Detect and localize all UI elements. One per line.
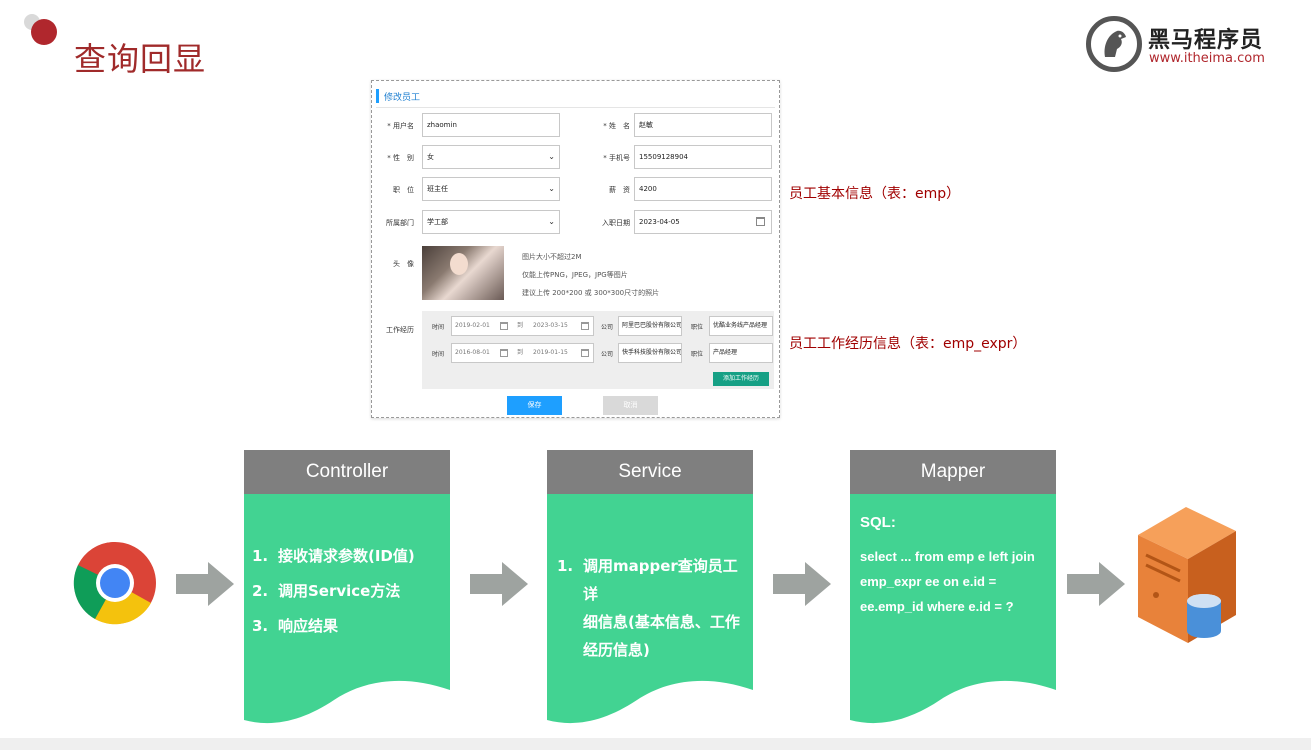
- service-step-text: 调用mapper查询员工详 细信息(基本信息、工作 经历信息): [583, 557, 740, 659]
- mapper-header: Mapper: [850, 450, 1056, 494]
- phone-label: * 手机号: [603, 154, 630, 162]
- calendar-icon: [581, 349, 589, 357]
- edit-employee-form: 修改员工 * 用户名 zhaomin * 姓 名 赵敏 * 性 别 女 ⌄ * …: [371, 80, 780, 418]
- bottom-strip: [0, 738, 1311, 750]
- note-experience-info: 员工工作经历信息（表：emp_expr）: [789, 336, 1027, 352]
- calendar-icon: [500, 322, 508, 330]
- salary-label: 薪 资: [609, 186, 630, 194]
- avatar-hint-format: 仅能上传PNG，JPEG，JPG等图片: [522, 271, 628, 279]
- expr-date-range[interactable]: 2016-08-01 到 2019-01-15: [451, 343, 594, 363]
- dept-value: 学工部: [427, 218, 448, 226]
- expr-time-label: 时间: [432, 351, 445, 358]
- arrow-right-icon: [176, 562, 234, 606]
- phone-input[interactable]: 15509128904: [634, 145, 772, 169]
- note-basic-info: 员工基本信息（表：emp）: [789, 186, 961, 202]
- entry-date-label: 入职日期: [602, 219, 630, 227]
- save-button[interactable]: 保存: [507, 396, 562, 415]
- controller-header: Controller: [244, 450, 450, 494]
- service-step-num: 1.: [557, 557, 574, 575]
- database-server-icon: [1134, 505, 1238, 649]
- page-title: 查询回显: [74, 40, 207, 78]
- calendar-icon: [500, 349, 508, 357]
- controller-step: 2.调用Service方法: [252, 582, 401, 600]
- form-title: 修改员工: [384, 93, 421, 103]
- controller-steps: 1.接收请求参数(ID值) 2.调用Service方法 3.响应结果: [252, 539, 447, 644]
- avatar-hint-dimension: 建议上传 200*200 或 300*300尺寸的照片: [522, 289, 660, 297]
- username-label: * 用户名: [387, 122, 414, 130]
- expr-begin: 2019-02-01: [455, 322, 490, 329]
- mapper-panel: SQL: select ... from emp e left join emp…: [850, 494, 1056, 734]
- logo-horse-icon: [1086, 16, 1142, 72]
- add-experience-button[interactable]: 添加工作经历: [713, 372, 769, 386]
- name-input[interactable]: 赵敏: [634, 113, 772, 137]
- expr-begin: 2016-08-01: [455, 349, 490, 356]
- expr-company-label: 公司: [601, 351, 614, 358]
- calendar-icon: [756, 217, 765, 226]
- cancel-button[interactable]: 取消: [603, 396, 658, 415]
- dept-select[interactable]: 学工部 ⌄: [422, 210, 560, 234]
- form-title-marker: [376, 89, 379, 103]
- expr-time-label: 时间: [432, 324, 445, 331]
- chevron-down-icon: ⌄: [548, 217, 555, 226]
- avatar-hint-size: 图片大小不超过2M: [522, 253, 582, 261]
- expr-job-input[interactable]: 优酷业务线产品经理: [709, 316, 773, 336]
- gender-label: * 性 别: [387, 154, 414, 162]
- gender-select[interactable]: 女 ⌄: [422, 145, 560, 169]
- expr-job-label: 职位: [691, 324, 704, 331]
- expr-job-input[interactable]: 产品经理: [709, 343, 773, 363]
- expr-end: 2019-01-15: [533, 349, 568, 356]
- position-label: 职 位: [393, 186, 414, 194]
- chevron-down-icon: ⌄: [548, 152, 555, 161]
- expr-company-label: 公司: [601, 324, 614, 331]
- controller-panel: 1.接收请求参数(ID值) 2.调用Service方法 3.响应结果: [244, 494, 450, 734]
- calendar-icon: [581, 322, 589, 330]
- chrome-browser-icon: [73, 541, 157, 629]
- avatar-face: [450, 253, 468, 275]
- arrow-right-icon: [470, 562, 528, 606]
- expr-company-input[interactable]: 快手科技股份有限公司: [618, 343, 682, 363]
- salary-input[interactable]: 4200: [634, 177, 772, 201]
- expr-job-label: 职位: [691, 351, 704, 358]
- name-label: * 姓 名: [603, 122, 630, 130]
- expr-company-input[interactable]: 阿里巴巴股份有限公司: [618, 316, 682, 336]
- entry-date-input[interactable]: 2023-04-05: [634, 210, 772, 234]
- arrow-right-icon: [773, 562, 831, 606]
- dept-label: 所属部门: [386, 219, 414, 227]
- expr-date-range[interactable]: 2019-02-01 到 2023-03-15: [451, 316, 594, 336]
- expr-to: 到: [517, 322, 524, 329]
- entry-date-value: 2023-04-05: [639, 218, 680, 226]
- expr-end: 2023-03-15: [533, 322, 568, 329]
- service-header: Service: [547, 450, 753, 494]
- arrow-right-icon: [1067, 562, 1125, 606]
- chevron-down-icon: ⌄: [548, 184, 555, 193]
- form-divider: [376, 107, 775, 108]
- gender-value: 女: [427, 153, 434, 161]
- position-select[interactable]: 班主任 ⌄: [422, 177, 560, 201]
- controller-step: 3.响应结果: [252, 617, 339, 635]
- logo-url: www.itheima.com: [1149, 51, 1265, 66]
- sql-label: SQL:: [860, 514, 896, 531]
- logo-name: 黑马程序员: [1148, 28, 1264, 53]
- controller-step: 1.接收请求参数(ID值): [252, 547, 415, 565]
- decor-dot-red: [31, 19, 57, 45]
- avatar-label: 头 像: [393, 260, 414, 268]
- experience-label: 工作经历: [386, 326, 414, 334]
- sql-statement: select ... from emp e left join emp_expr…: [860, 549, 1035, 614]
- service-panel: 1. 调用mapper查询员工详 细信息(基本信息、工作 经历信息): [547, 494, 753, 734]
- username-input[interactable]: zhaomin: [422, 113, 560, 137]
- expr-to: 到: [517, 349, 524, 356]
- position-value: 班主任: [427, 185, 448, 193]
